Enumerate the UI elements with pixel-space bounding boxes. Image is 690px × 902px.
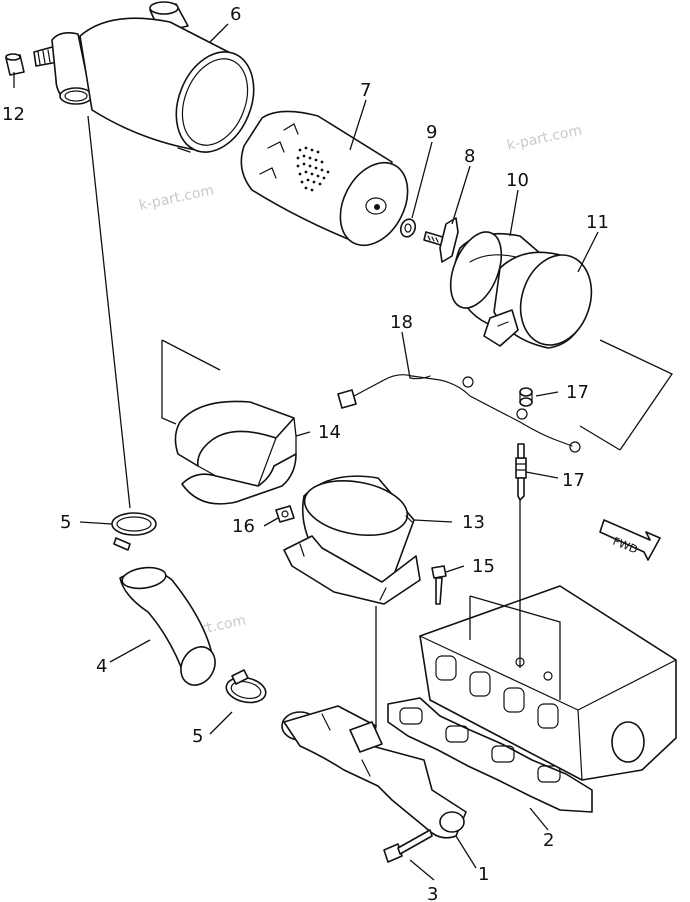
- callout-6: 6: [230, 4, 241, 25]
- cap-part-12: [5, 53, 25, 76]
- bracket-part-14: [161, 339, 221, 425]
- callout-8: 8: [464, 146, 475, 167]
- callout-2: 2: [543, 830, 554, 851]
- cap-bowl-part-11: [483, 251, 593, 349]
- nut-part-17: [519, 387, 533, 407]
- callout-labels: 1 2 3 4 5 5 6 7 8 9 10 11 12 13 14 15 16…: [2, 4, 609, 902]
- heat-cover-part-13: [283, 475, 421, 605]
- callout-11: 11: [586, 212, 609, 233]
- callout-17b: 17: [562, 470, 585, 491]
- hose-clamp-upper-part-5: [111, 512, 157, 551]
- fwd-direction-arrow: FWD: [599, 519, 661, 561]
- callout-5a: 5: [60, 512, 71, 533]
- callout-14: 14: [318, 422, 341, 443]
- callout-16: 16: [232, 516, 255, 537]
- callout-18: 18: [390, 312, 413, 333]
- intake-manifold-part-1: [281, 705, 467, 839]
- callout-15: 15: [472, 556, 495, 577]
- callout-12: 12: [2, 104, 25, 125]
- hose-clamp-lower-part-5: [225, 669, 267, 704]
- callout-13: 13: [462, 512, 485, 533]
- callout-1: 1: [478, 864, 489, 885]
- air-cleaner-body-part-6: [33, 1, 255, 153]
- gasket-part-2: [387, 697, 593, 813]
- watermark-1: k-part.com: [138, 182, 216, 214]
- intake-hose-part-4: [119, 566, 216, 686]
- callout-10: 10: [506, 170, 529, 191]
- callout-7: 7: [360, 80, 371, 101]
- bolt-part-3: [383, 829, 433, 863]
- callout-5b: 5: [192, 726, 203, 747]
- callout-9: 9: [426, 122, 437, 143]
- nut-part-16: [275, 505, 295, 523]
- bolt-part-15: [431, 565, 447, 605]
- wing-nut-part-8: [423, 217, 459, 263]
- glow-plug-part-17: [515, 443, 527, 501]
- leader-lines: [13, 23, 673, 881]
- callout-3: 3: [427, 884, 438, 902]
- sensor-harness-part-18: [337, 374, 581, 453]
- watermark-2: k-part.com: [506, 122, 584, 154]
- filter-element-part-7: [240, 110, 409, 247]
- cylinder-head: [419, 585, 677, 781]
- callout-4: 4: [96, 656, 107, 677]
- heat-shield-part-14: [174, 400, 297, 505]
- callout-17a: 17: [566, 382, 589, 403]
- washer-part-9: [399, 218, 417, 238]
